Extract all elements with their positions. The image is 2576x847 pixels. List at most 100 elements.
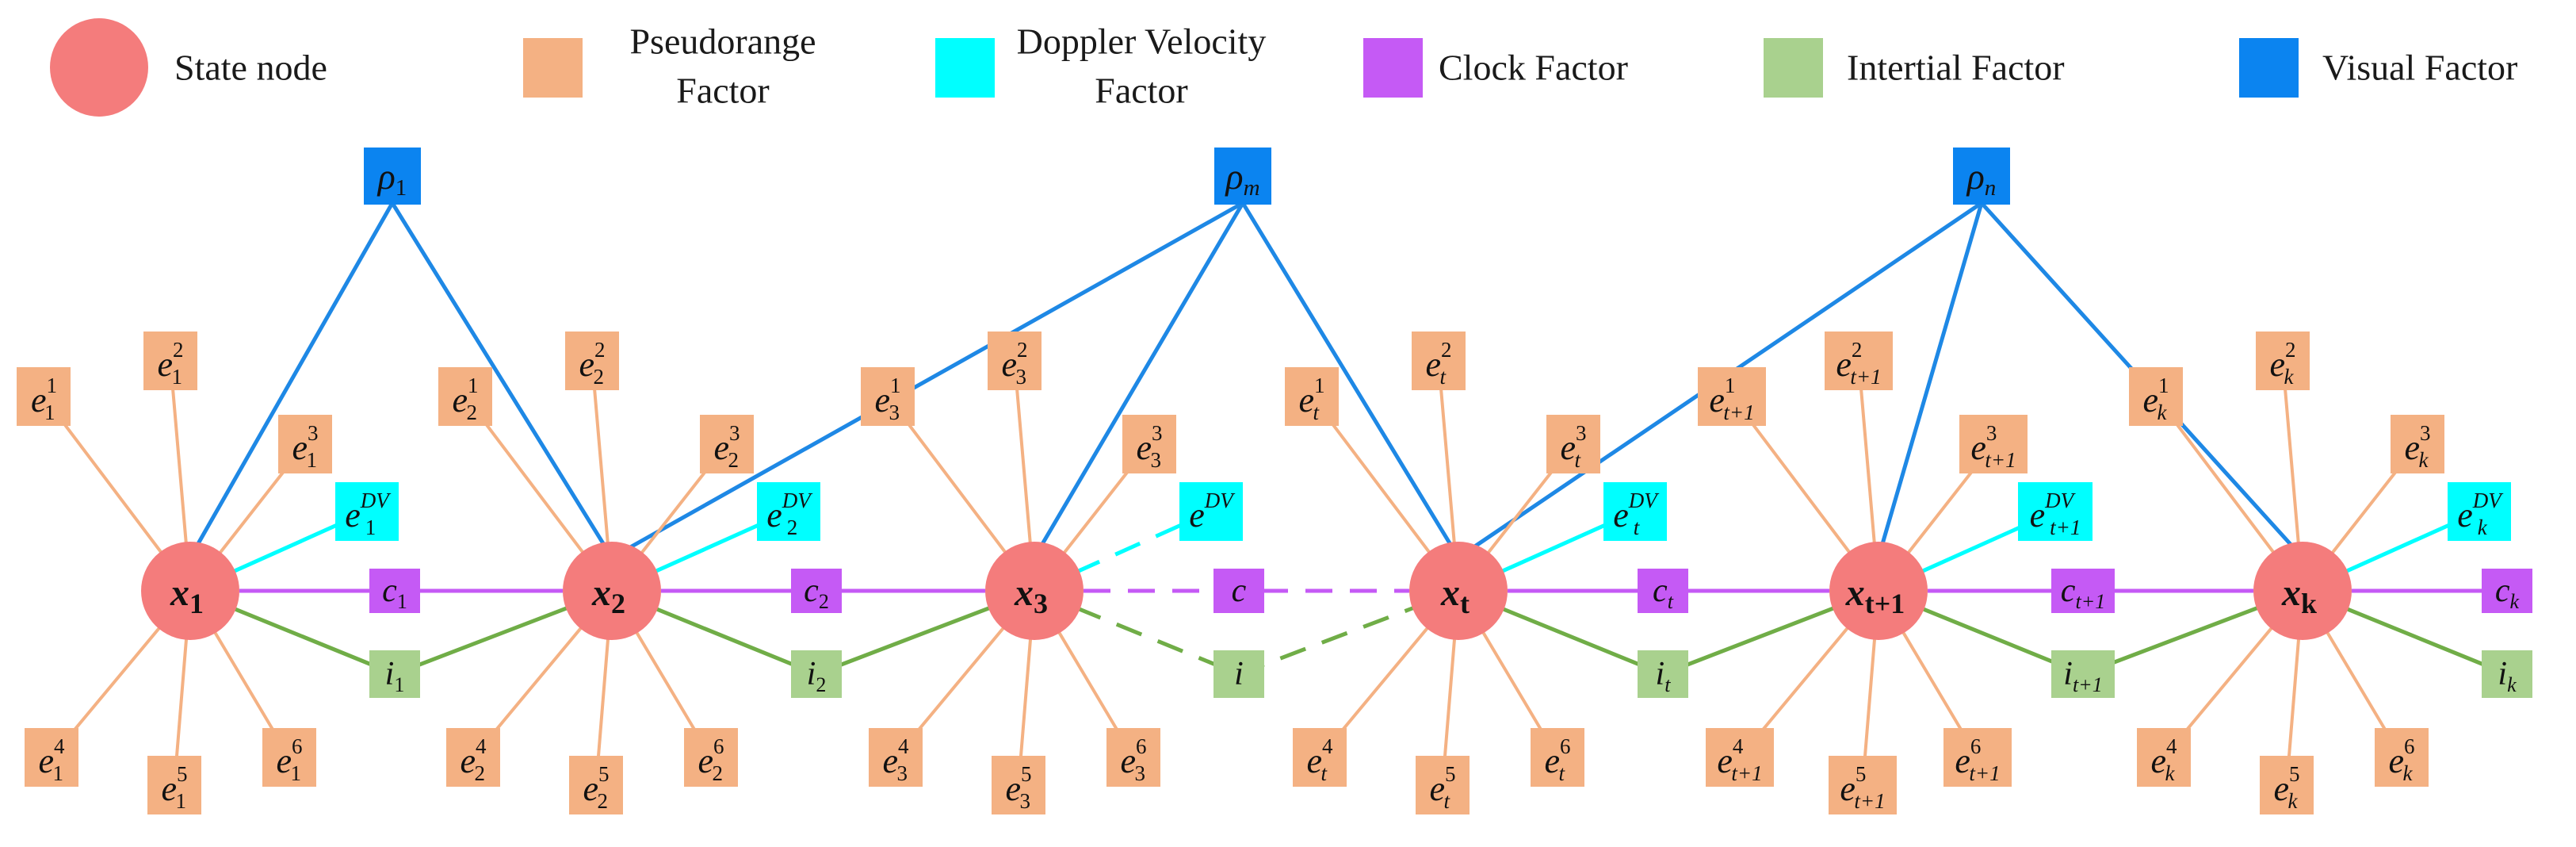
inertial-factor [369, 650, 420, 698]
pseudorange-factor [143, 332, 197, 390]
legend-swatch-doppler [935, 38, 995, 98]
doppler-factor [335, 482, 399, 541]
pseudorange-factor [438, 367, 492, 426]
clock-factor-label: c2 [804, 573, 829, 613]
pseudorange-factor [1285, 367, 1339, 426]
clock-factor-label: ck [2495, 573, 2520, 613]
pseudorange-factor [446, 728, 500, 787]
pseudorange-factor [147, 756, 201, 814]
pseudorange-factor [17, 367, 71, 426]
inertial-factor [1638, 650, 1688, 698]
inertial-factor-label: ik [2498, 656, 2517, 696]
pseudorange-factor [988, 332, 1041, 390]
doppler-factor [1603, 482, 1667, 541]
visual-factor-label-rhon: ρn [1966, 156, 1997, 201]
pseudorange-factor [2391, 415, 2444, 473]
pseudorange-factor [1531, 728, 1584, 787]
pseudorange-factor [1416, 756, 1470, 814]
pseudorange-factor [262, 728, 316, 787]
inertial-factor-label: i1 [385, 656, 405, 696]
state-node-label-xt1: xt+1 [1845, 572, 1905, 620]
state-node-label-x1: x1 [170, 572, 204, 620]
legend-swatch-clock [1363, 38, 1423, 98]
legend-swatch-visual [2239, 38, 2299, 98]
clock-factor [1213, 569, 1264, 613]
pseudorange-factor [2129, 367, 2183, 426]
state-node-x1 [141, 542, 239, 640]
visual-factor-rhon [1953, 148, 2010, 205]
doppler-factor [1179, 482, 1243, 541]
clock-factor-label: ct+1 [2061, 573, 2105, 613]
inertial-factor-label: i [1234, 656, 1244, 692]
inertial-factor [791, 650, 842, 698]
state-node-xk [2253, 542, 2352, 640]
pseudorange-factor [1829, 756, 1897, 814]
legend-item-inertial: Intertial Factor [1764, 38, 2065, 98]
pseudorange-factor [1106, 728, 1160, 787]
visual-edge [1876, 202, 1984, 558]
legend-item-visual: Visual Factor [2239, 38, 2517, 98]
clock-factor [1638, 569, 1688, 613]
inertial-factor-label: it+1 [2063, 656, 2102, 696]
state-node-label-x2: x2 [591, 572, 625, 620]
visual-edge [1032, 201, 1245, 559]
pseudorange-factor [861, 367, 915, 426]
pseudorange-factor [1412, 332, 1466, 390]
pseudorange-factor [2375, 728, 2429, 787]
doppler-factor [757, 482, 820, 541]
state-node-x3 [985, 542, 1084, 640]
pseudorange-factor [25, 728, 78, 787]
visual-edge [390, 201, 614, 559]
visual-factor-label-rhom: ρm [1224, 156, 1259, 201]
clock-factor [2051, 569, 2115, 613]
pseudorange-factor [700, 415, 754, 473]
pseudorange-factor [278, 415, 332, 473]
legend-label-pseudorange-0: Pseudorange [629, 21, 816, 62]
legend-label-inertial-0: Intertial Factor [1847, 48, 2065, 88]
state-node-xt [1409, 542, 1508, 640]
legend-label-state-0: State node [174, 48, 327, 88]
legend-swatch-pseudorange [523, 38, 583, 98]
pseudorange-factor [2260, 756, 2314, 814]
inertial-factor [2482, 650, 2532, 698]
legend-item-state: State node [50, 18, 327, 117]
doppler-edge [1033, 509, 1213, 593]
visual-factor-label-rho1: ρ1 [376, 156, 407, 201]
legend-label-clock-0: Clock Factor [1439, 48, 1628, 88]
legend-item-clock: Clock Factor [1363, 38, 1628, 98]
clock-factor [791, 569, 842, 613]
pseudorange-factor [565, 332, 619, 390]
